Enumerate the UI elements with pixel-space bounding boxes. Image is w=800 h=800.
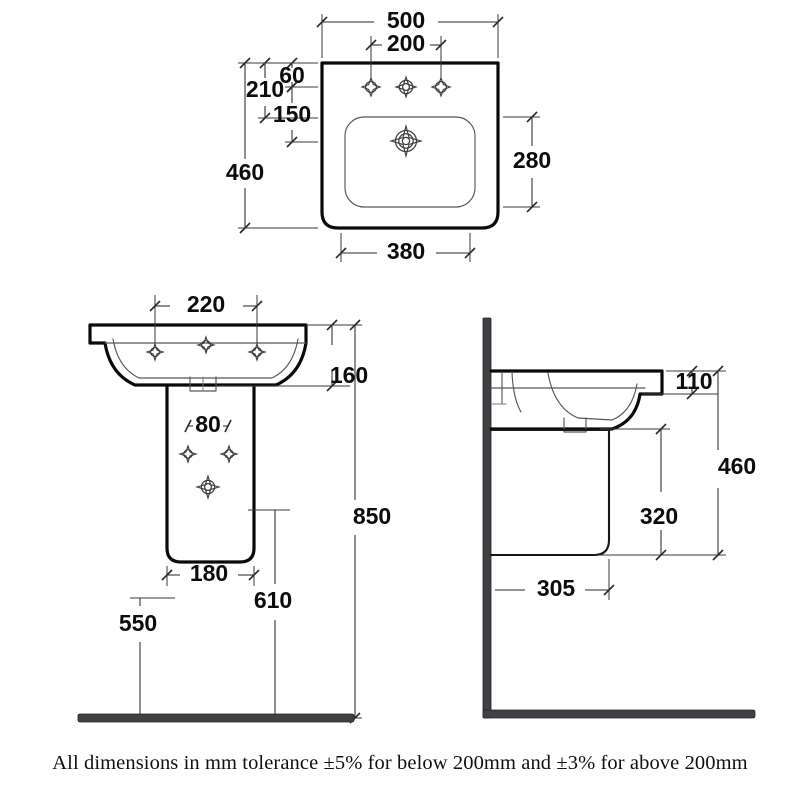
dim-550-label: 550 xyxy=(119,610,157,636)
dim-180-label: 180 xyxy=(190,560,228,586)
front-view-tap-hole-centre xyxy=(196,335,216,355)
side-view-waste-boss-side xyxy=(563,417,587,433)
dim-60-label: 60 xyxy=(279,62,305,88)
pedestal-waste-mark xyxy=(194,473,222,501)
dim-150-label: 150 xyxy=(273,101,311,127)
dim-110: 110 xyxy=(642,365,718,400)
dim-850: 850 xyxy=(290,319,391,724)
side-view-back-contour xyxy=(501,371,522,413)
dim-80: 80 xyxy=(184,411,232,437)
dim-610: 610 xyxy=(248,509,292,718)
dim-550: 550 xyxy=(119,597,175,718)
dim-460-top: 460 xyxy=(226,57,318,234)
dim-80-label: 80 xyxy=(195,411,221,437)
side-view-floor xyxy=(482,709,756,719)
dim-460-side-label: 460 xyxy=(718,453,756,479)
dim-210: 210 xyxy=(246,57,318,124)
top-view-basin-outline xyxy=(320,61,500,230)
top-view-tap-hole-right xyxy=(430,76,452,98)
front-view-basin-outline xyxy=(88,323,308,387)
dim-500-label: 500 xyxy=(387,7,425,33)
side-view-bowl-contour xyxy=(547,372,638,421)
pedestal-fixing-left xyxy=(178,444,198,464)
dim-160-label: 160 xyxy=(330,362,368,388)
dim-180: 180 xyxy=(161,560,260,586)
front-view-floor-line xyxy=(77,713,355,723)
dim-320-label: 320 xyxy=(640,503,678,529)
front-view-pedestal-outline xyxy=(165,384,256,564)
dim-110-label: 110 xyxy=(675,368,712,394)
top-view-tap-hole-centre xyxy=(394,75,418,99)
dim-500: 500 xyxy=(316,7,504,58)
dim-850-label: 850 xyxy=(353,503,391,529)
dim-610-label: 610 xyxy=(254,587,292,613)
side-view-basin-outline xyxy=(489,369,664,431)
pedestal-fixing-right xyxy=(219,444,239,464)
side-view-wall xyxy=(482,317,492,719)
top-view-tap-hole-left xyxy=(360,76,382,98)
dim-280-label: 280 xyxy=(513,147,551,173)
dim-380: 380 xyxy=(335,233,476,264)
tolerance-caption: All dimensions in mm tolerance ±5% for b… xyxy=(52,752,748,774)
dim-160: 160 xyxy=(215,319,368,392)
front-view-bowl-contour xyxy=(112,338,299,379)
dim-210-label: 210 xyxy=(246,76,284,102)
front-view-group: 220 160 80 xyxy=(77,291,391,724)
dim-220-label: 220 xyxy=(187,291,225,317)
dim-320: 320 xyxy=(600,423,678,561)
dim-220: 220 xyxy=(149,291,263,344)
dim-460-side: 460 xyxy=(666,365,756,561)
dim-305: 305 xyxy=(495,559,615,601)
dim-150: 150 xyxy=(273,81,318,148)
top-view-bowl-outline xyxy=(344,116,476,208)
dim-380-label: 380 xyxy=(387,238,425,264)
dim-280: 280 xyxy=(503,111,551,213)
dim-200-label: 200 xyxy=(387,30,425,56)
top-view-waste-outlet xyxy=(388,123,424,159)
dim-305-label: 305 xyxy=(537,575,576,601)
dim-200: 200 xyxy=(365,30,447,80)
top-view-group: 500 200 60 xyxy=(226,7,551,264)
front-view-tap-hole-right xyxy=(247,342,267,362)
side-view-pedestal-outline xyxy=(489,428,611,557)
dim-460-top-label: 460 xyxy=(226,159,264,185)
front-view-tap-hole-left xyxy=(145,342,165,362)
side-view-group: 110 320 460 xyxy=(482,317,756,719)
